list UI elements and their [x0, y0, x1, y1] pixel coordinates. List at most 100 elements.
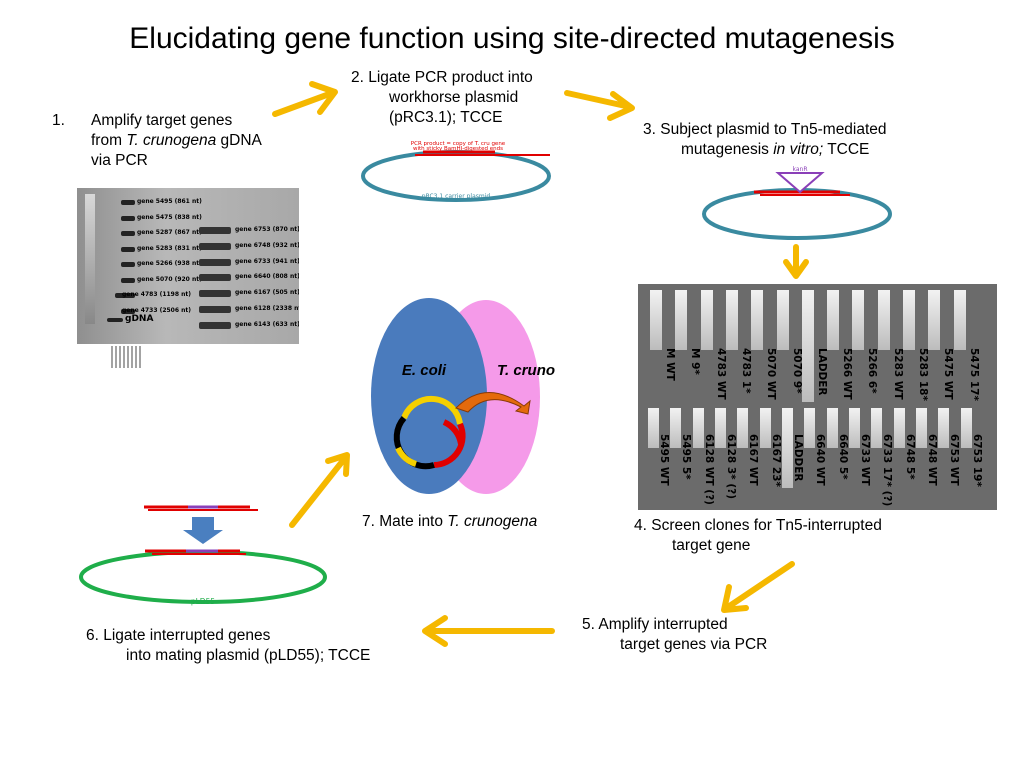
gel-lane [737, 408, 749, 448]
slide-title: Elucidating gene function using site-dir… [129, 22, 895, 55]
gel-lane [953, 290, 966, 350]
step2-text: 2. Ligate PCR product into workhorse pla… [351, 68, 571, 128]
arrow-step1-to-step2 [272, 81, 338, 117]
gel-lane [759, 408, 771, 448]
gel-lane-numbers [111, 346, 141, 368]
step6-plasmid-diagram: pLD55 [79, 505, 327, 606]
gel-band [199, 227, 231, 234]
transfer-arrow-icon [455, 392, 531, 415]
gel-lane [650, 290, 662, 350]
gel-band [121, 200, 135, 205]
arrow-step6-to-step7 [289, 452, 350, 528]
step6-text: 6. Ligate interrupted genes into mating … [86, 626, 426, 666]
step1-line3: via PCR [91, 152, 148, 169]
gel-gene-label: gene 6748 (932 nt) [235, 241, 299, 249]
gel-band [199, 258, 231, 266]
gel-lane [776, 290, 789, 350]
step1-line1: Amplify target genes [91, 112, 233, 129]
t-cruno-label: T. cruno [497, 362, 555, 379]
mating-plasmid-icon [393, 395, 466, 470]
gel-lane [877, 290, 890, 350]
gel-band [199, 290, 231, 298]
gel-lane [648, 408, 659, 448]
gel-lane [893, 408, 905, 448]
gel-lane [751, 290, 764, 350]
gdna-label: gDNA [125, 314, 154, 324]
gel-band [115, 293, 135, 298]
gel-band [121, 231, 135, 236]
step2-line3: (pRC3.1); TCCE [389, 109, 503, 126]
step5-text: 5. Amplify interrupted target genes via … [582, 615, 822, 655]
gel-lane [916, 408, 927, 448]
step7-mating-diagram: E. coli T. cruno [371, 298, 555, 494]
step3-plasmid-diagram: kanR [702, 166, 892, 240]
gel-gene-label: gene 5283 (831 nt) [137, 244, 202, 252]
gel-lane [715, 408, 726, 448]
step3-line1: 3. Subject plasmid to Tn5-mediated [643, 121, 887, 138]
gel-lane [692, 408, 704, 448]
step4-text: 4. Screen clones for Tn5-interrupted tar… [634, 516, 954, 556]
gel-gene-label: gene 6753 (870 nt) [235, 226, 299, 233]
step2-line1: 2. Ligate PCR product into [351, 69, 533, 86]
step1-line2: from T. crunogena gDNA [91, 132, 262, 149]
arrow-step3-to-step4 [783, 244, 809, 279]
gel-gene-label: gene 6167 (505 nt) [235, 289, 299, 297]
step6-line2: into mating plasmid (pLD55); TCCE [126, 647, 371, 664]
gel-band [121, 262, 135, 267]
step4-line2: target gene [672, 537, 751, 554]
gel-lane [852, 290, 865, 350]
arrow-step4-to-step5 [721, 561, 795, 613]
gel-gene-label: gene 4783 (1198 nt) [122, 291, 191, 298]
gel-gene-label: gene 5070 (920 nt) [137, 275, 202, 283]
gel-lane [700, 290, 713, 350]
gel-band [121, 246, 135, 252]
gel-gene-label: gene 5475 (838 nt) [137, 213, 202, 221]
gel-ladder-lane [85, 194, 95, 324]
gel-band [199, 274, 231, 282]
gel-gene-label: gene 5266 (938 nt) [137, 260, 202, 267]
arrow-step2-to-step3 [564, 90, 635, 121]
gel-lane [670, 408, 682, 448]
gel-lane [849, 408, 860, 448]
gel-gene-label: gene 4733 (2506 nt) [122, 306, 191, 314]
gel-lane [938, 408, 950, 448]
gel-band [121, 215, 135, 221]
gel-gene-label: gene 6733 (941 nt) [235, 257, 299, 265]
step3-text: 3. Subject plasmid to Tn5-mediated mutag… [643, 120, 943, 160]
gel-gene-label: gene 6640 (808 nt) [235, 273, 299, 281]
prc31-plasmid-label: pRC3.1 carrier plasmid [422, 193, 491, 200]
step3-line2: mutagenesis in vitro; TCCE [681, 141, 870, 158]
step5-line2: target genes via PCR [620, 636, 768, 653]
gel-lane [871, 408, 883, 448]
step2-plasmid-diagram: PCR product = copy of T. cru gene with s… [361, 141, 551, 202]
gel-lane [801, 290, 814, 402]
gel-band [121, 277, 135, 283]
gel-lane [960, 408, 972, 448]
gel-lane [782, 408, 793, 488]
gel-lane [826, 408, 838, 448]
down-arrow-icon [183, 517, 223, 544]
step1-number: 1. [52, 112, 65, 129]
step1-gel-image: gene 5495 (861 nt) gene 5475 (838 nt) gene… [77, 188, 299, 344]
kan-label: kanR [792, 166, 807, 173]
gel-lane [675, 290, 688, 350]
gel-lane [928, 290, 941, 350]
pld55-plasmid-label: pLD55 [191, 597, 215, 606]
step1-text: Amplify target genes from T. crunogena g… [91, 111, 311, 171]
gel-band [199, 321, 231, 329]
e-coli-label: E. coli [402, 362, 447, 379]
gel-gene-label: gene 5495 (861 nt) [137, 198, 202, 205]
gel-lane [827, 290, 840, 350]
step5-line1: 5. Amplify interrupted [582, 616, 728, 633]
step4-line1: 4. Screen clones for Tn5-interrupted [634, 517, 882, 534]
step7-text: 7. Mate into T. crunogena [362, 513, 538, 530]
insert-label-1: PCR product = copy of T. cru gene [411, 141, 506, 147]
insert-label-2: with sticky BamHI-digested ends [413, 146, 503, 152]
gel-band [121, 308, 135, 314]
arrow-step5-to-step6 [422, 615, 555, 647]
step6-line1: 6. Ligate interrupted genes [86, 627, 271, 644]
gel-lane [725, 290, 738, 350]
gel-band [199, 306, 231, 313]
